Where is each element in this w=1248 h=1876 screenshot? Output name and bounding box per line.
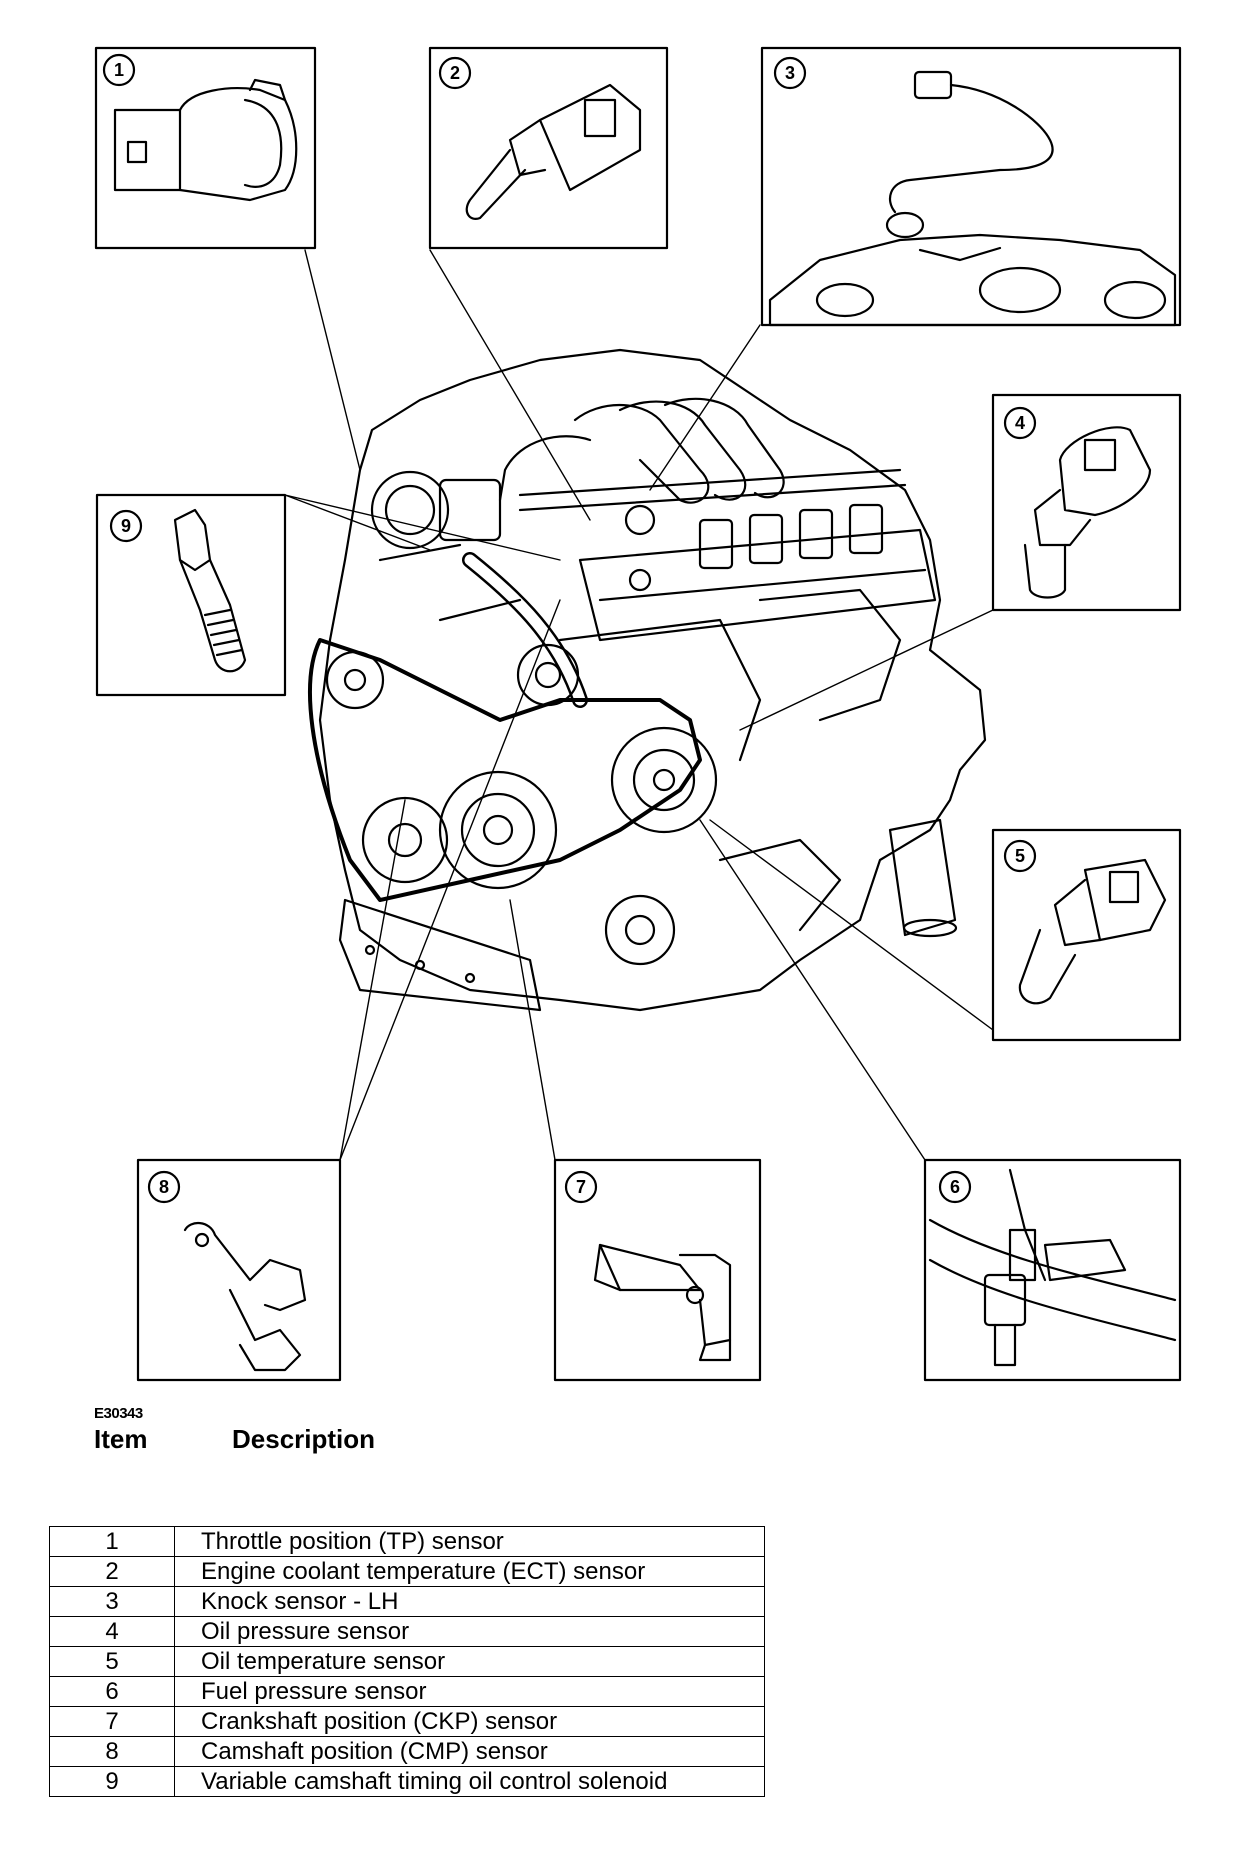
- legend-item-number: 8: [49, 1736, 175, 1767]
- svg-text:2: 2: [450, 63, 460, 83]
- table-row: 4 Oil pressure sensor: [49, 1616, 765, 1647]
- svg-text:6: 6: [950, 1177, 960, 1197]
- callout-1: 1: [102, 53, 136, 87]
- svg-text:3: 3: [785, 63, 795, 83]
- legend-item-number: 4: [49, 1616, 175, 1647]
- table-row: 6 Fuel pressure sensor: [49, 1676, 765, 1707]
- detail-box-1: [94, 46, 317, 250]
- engine-illustration: [308, 348, 987, 1012]
- callout-5: 5: [1003, 839, 1037, 873]
- engine-sensor-diagram: 1 2 3 4 5 6 7 8: [94, 46, 1182, 1382]
- legend-item-number: 9: [49, 1766, 175, 1797]
- callout-7: 7: [564, 1170, 598, 1204]
- legend-item-number: 7: [49, 1706, 175, 1737]
- table-row: 5 Oil temperature sensor: [49, 1646, 765, 1677]
- table-row: 1 Throttle position (TP) sensor: [49, 1526, 765, 1557]
- table-row: 9 Variable camshaft timing oil control s…: [49, 1766, 765, 1797]
- legend-item-number: 5: [49, 1646, 175, 1677]
- table-row: 3 Knock sensor - LH: [49, 1586, 765, 1617]
- figure-code: E30343: [94, 1405, 143, 1422]
- legend-item-description: Crankshaft position (CKP) sensor: [174, 1706, 765, 1737]
- legend-item-description: Oil pressure sensor: [174, 1616, 765, 1647]
- legend-item-number: 6: [49, 1676, 175, 1707]
- svg-text:7: 7: [576, 1177, 586, 1197]
- legend-item-number: 3: [49, 1586, 175, 1617]
- svg-text:9: 9: [121, 516, 131, 536]
- legend-item-description: Camshaft position (CMP) sensor: [174, 1736, 765, 1767]
- table-row: 2 Engine coolant temperature (ECT) senso…: [49, 1556, 765, 1587]
- legend-item-description: Oil temperature sensor: [174, 1646, 765, 1677]
- callout-2: 2: [438, 56, 472, 90]
- table-row: 7 Crankshaft position (CKP) sensor: [49, 1706, 765, 1737]
- detail-box-2: [428, 46, 669, 250]
- legend-header-description: Description: [232, 1424, 376, 1454]
- leader-lines: [284, 249, 994, 1161]
- table-row: 8 Camshaft position (CMP) sensor: [49, 1736, 765, 1767]
- svg-text:1: 1: [114, 60, 124, 80]
- legend-header-item: Item: [94, 1424, 148, 1454]
- callout-6: 6: [938, 1170, 972, 1204]
- legend-item-description: Throttle position (TP) sensor: [174, 1526, 765, 1557]
- callout-4: 4: [1003, 406, 1037, 440]
- svg-text:8: 8: [159, 1177, 169, 1197]
- legend-item-description: Engine coolant temperature (ECT) sensor: [174, 1556, 765, 1587]
- svg-text:4: 4: [1015, 413, 1025, 433]
- detail-box-4: [991, 393, 1182, 612]
- legend-item-number: 1: [49, 1526, 175, 1557]
- callout-8: 8: [147, 1170, 181, 1204]
- callout-3: 3: [773, 56, 807, 90]
- legend-item-description: Fuel pressure sensor: [174, 1676, 765, 1707]
- legend-item-description: Variable camshaft timing oil control sol…: [174, 1766, 765, 1797]
- legend-item-description: Knock sensor - LH: [174, 1586, 765, 1617]
- legend-table: 1 Throttle position (TP) sensor 2 Engine…: [49, 1526, 765, 1797]
- detail-box-3: [760, 46, 1182, 327]
- callout-9: 9: [109, 509, 143, 543]
- svg-text:5: 5: [1015, 846, 1025, 866]
- legend-item-number: 2: [49, 1556, 175, 1587]
